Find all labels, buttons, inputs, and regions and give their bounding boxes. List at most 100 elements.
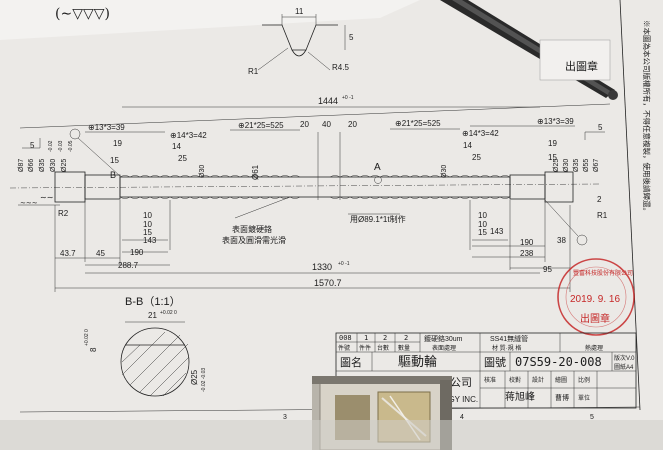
overall-length-total: 1570.7 <box>314 278 342 288</box>
groove-radius-right: R4.5 <box>332 63 349 72</box>
section-title: B-B（1:1） <box>125 295 181 308</box>
dim-br-15: 15 <box>478 228 487 237</box>
groove-radius-left: R1 <box>248 67 259 76</box>
dim-mid-40: 40 <box>322 120 331 129</box>
part-name: 驅動輪 <box>398 354 437 369</box>
dim-right-5: 5 <box>598 123 603 132</box>
scale-number-4: 4 <box>460 414 464 421</box>
sheet-border-top <box>19 103 611 129</box>
dim-r-15: 15 <box>548 153 557 162</box>
stamp-date: 2019. 9. 16 <box>570 294 620 305</box>
overall-length-center-tol: +0 -1 <box>338 261 350 267</box>
section-marker-b: B <box>110 170 116 180</box>
dim-r-14: 14 <box>463 141 472 150</box>
tol-left-3: -0.05 <box>68 140 74 152</box>
dim-mid-20b: 20 <box>348 120 357 129</box>
hdr-approve: 核准 <box>484 376 496 384</box>
dim-left-5: 5 <box>30 141 35 150</box>
radius-r2b: 2 <box>597 195 602 204</box>
section-dia: Ø25 <box>190 369 199 385</box>
dim-br-10a: 10 <box>478 211 487 220</box>
dim-bl-143: 143 <box>143 236 157 245</box>
section-dia-tol: -0.02 -0.03 <box>201 368 207 392</box>
hdr-sets: 台數 <box>377 344 389 352</box>
dia-left-5: Ø25 <box>61 159 68 172</box>
hdr-qty: 數量 <box>398 344 410 352</box>
dim-br-190: 190 <box>520 238 534 247</box>
qty-part-no: 008 <box>339 334 352 342</box>
qty-count: 1 <box>364 334 368 342</box>
unit-label: 單位 <box>578 394 590 402</box>
hdr-drawn: 繪圖 <box>555 376 567 384</box>
diameters-right: Ø30 Ø25 Ø30 Ø35 Ø55 Ø67 <box>441 159 600 178</box>
dim-bl-45: 45 <box>96 249 105 258</box>
dia-right-1: Ø30 <box>441 165 448 178</box>
dia-right-4: Ø35 <box>573 159 580 172</box>
groove-detail: 11 5 R1 R4.5 <box>248 7 354 76</box>
tol-left-2: -0.03 <box>58 140 64 152</box>
material-spec: SS41無縫管 <box>490 334 528 343</box>
dim-l-25: 25 <box>178 154 187 163</box>
hdr-part-no: 件號 <box>338 344 350 352</box>
section-height: 8 <box>89 347 98 352</box>
drawing-number: 07S59-20-008 <box>515 355 602 369</box>
dim-br-38: 38 <box>557 236 566 245</box>
dim-l-14: 14 <box>172 142 181 151</box>
drawn-by: 曹博 <box>555 393 569 402</box>
radius-r1: R1 <box>597 211 608 220</box>
overall-length-center: 1330 <box>312 262 332 272</box>
part-name-label: 圖名 <box>340 355 362 369</box>
scale-number-5: 5 <box>590 414 594 421</box>
scale-number-3: 3 <box>283 414 287 421</box>
dim-right-pitch: ⊕14*3=42 <box>462 129 499 138</box>
dia-right-5: Ø55 <box>583 159 590 172</box>
section-width-tol: +0.02 0 <box>160 310 177 316</box>
dia-left-6: Ø30 <box>199 165 206 178</box>
treatment-label: 表面處理 <box>432 344 456 352</box>
dim-bl-15: 15 <box>143 228 152 237</box>
sheet-border-right <box>619 0 641 411</box>
dims-bottom-left: 10 10 15 143 190 288.7 45 43.7 <box>55 200 171 270</box>
dim-l-15: 15 <box>110 156 119 165</box>
drawing-no-label: 圖號 <box>484 356 506 369</box>
overall-length-top-tol: +0 -1 <box>342 95 354 101</box>
dim-br-95: 95 <box>543 265 552 274</box>
heat-label: 熱處理 <box>585 344 603 352</box>
dim-left-pitch: ⊕14*3=42 <box>170 131 207 140</box>
section-bb: B-B（1:1） 21 +0.02 0 8 +0.02 0 Ø25 -0.02 … <box>84 295 207 397</box>
radius-r2: R2 <box>58 209 69 218</box>
section-width: 21 <box>148 311 157 320</box>
material-label: 材 質·規 格 <box>492 344 521 352</box>
dim-bl-43: 43.7 <box>60 249 76 258</box>
dim-r-19: 19 <box>548 139 557 148</box>
section-marker-a: A <box>374 162 381 173</box>
dim-br-143: 143 <box>490 227 504 236</box>
paper-size: 圖紙A4 <box>614 363 634 371</box>
dia-left-2: Ø66 <box>28 159 35 172</box>
dia-right-3: Ø30 <box>563 159 570 172</box>
signature: 蒋旭峰 <box>505 391 535 403</box>
dim-right-thread: ⊕13*3=39 <box>537 117 574 126</box>
dim-l-19: 19 <box>113 139 122 148</box>
qty-total: 2 <box>404 334 408 342</box>
shaft-body: ∼∼∼ ∼∼ <box>9 128 601 246</box>
dim-bl-10b: 10 <box>143 220 152 229</box>
approval-stamp: 豐富科技股份有限公司 2019. 9. 16 出圖章 <box>557 258 635 336</box>
stamp-company: 豐富科技股份有限公司 <box>573 269 633 277</box>
groove-depth: 5 <box>349 33 354 42</box>
section-height-tol: +0.02 0 <box>84 329 90 346</box>
dia-left-4: Ø30 <box>50 159 57 172</box>
qty-sets: 2 <box>383 334 387 342</box>
dim-br-10b: 10 <box>478 220 487 229</box>
dim-bl-10a: 10 <box>143 211 152 220</box>
dim-r-25: 25 <box>472 153 481 162</box>
svg-text:∼∼: ∼∼ <box>40 193 53 202</box>
note-surface-hard-chrome: 表面鍍硬鉻 <box>232 224 272 234</box>
hdr-check: 校對 <box>509 376 521 384</box>
hdr-scale: 比例 <box>578 376 590 384</box>
note-surface-smooth: 表面及圓滑需光滑 <box>222 235 286 245</box>
top-fragment: (∼▽▽▽) <box>55 6 110 22</box>
version: 版次V.0 <box>614 354 635 362</box>
